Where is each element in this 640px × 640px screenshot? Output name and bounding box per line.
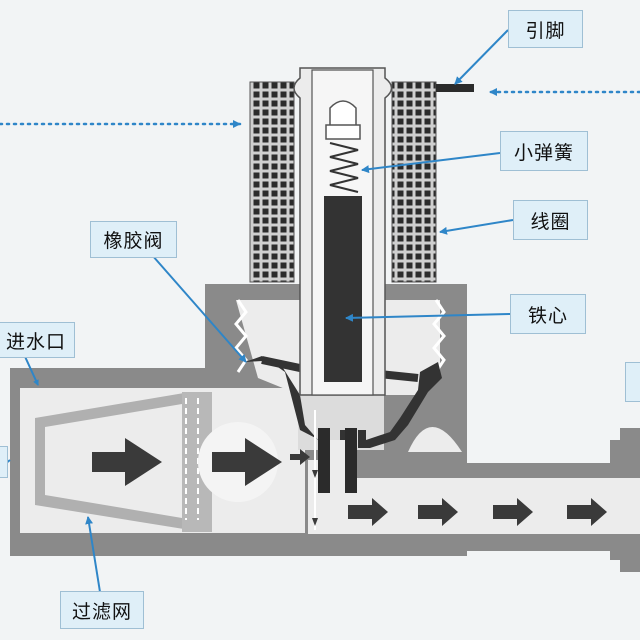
leader-lines	[0, 29, 640, 593]
flow-arrows	[92, 438, 607, 526]
right-dome	[408, 427, 462, 452]
flow-arrow-4	[418, 498, 458, 526]
leader-coil	[439, 219, 514, 235]
stopper	[329, 100, 357, 131]
flow-arrow-1	[92, 438, 162, 486]
label-pin: 引脚	[508, 10, 583, 48]
label-rubber-valve: 橡胶阀	[90, 221, 177, 258]
leader-pin	[454, 29, 509, 85]
flow-arrow-6	[567, 498, 607, 526]
label-filter-screen: 过滤网	[60, 591, 144, 629]
flow-arrow-small	[290, 449, 310, 465]
small-spring	[329, 142, 359, 193]
pilot-stem-right	[345, 428, 357, 493]
rubber-diaphragm-left	[245, 356, 348, 448]
label-box-right-edge	[625, 362, 640, 402]
rubber-diaphragm-right	[358, 362, 442, 448]
flow-arrow-2	[212, 438, 282, 486]
label-box-left-edge	[0, 446, 8, 478]
flow-arrow-3	[348, 498, 388, 526]
leader-spring	[361, 152, 501, 174]
leader-rubber-valve	[151, 254, 247, 363]
leader-iron-core	[345, 313, 511, 322]
iron-core	[324, 196, 362, 382]
label-iron-core: 铁心	[510, 294, 586, 334]
pilot-stem-left	[318, 428, 330, 493]
leader-filter-screen	[85, 516, 101, 593]
label-small-spring: 小弹簧	[500, 131, 588, 171]
pin-lead	[436, 84, 474, 92]
label-water-inlet: 进水口	[0, 322, 75, 358]
flow-arrow-5	[493, 498, 533, 526]
coil-right	[391, 81, 437, 283]
solenoid	[249, 67, 474, 396]
coil-left	[249, 81, 295, 283]
seal-right	[432, 299, 446, 373]
label-coil: 线圈	[513, 200, 588, 240]
